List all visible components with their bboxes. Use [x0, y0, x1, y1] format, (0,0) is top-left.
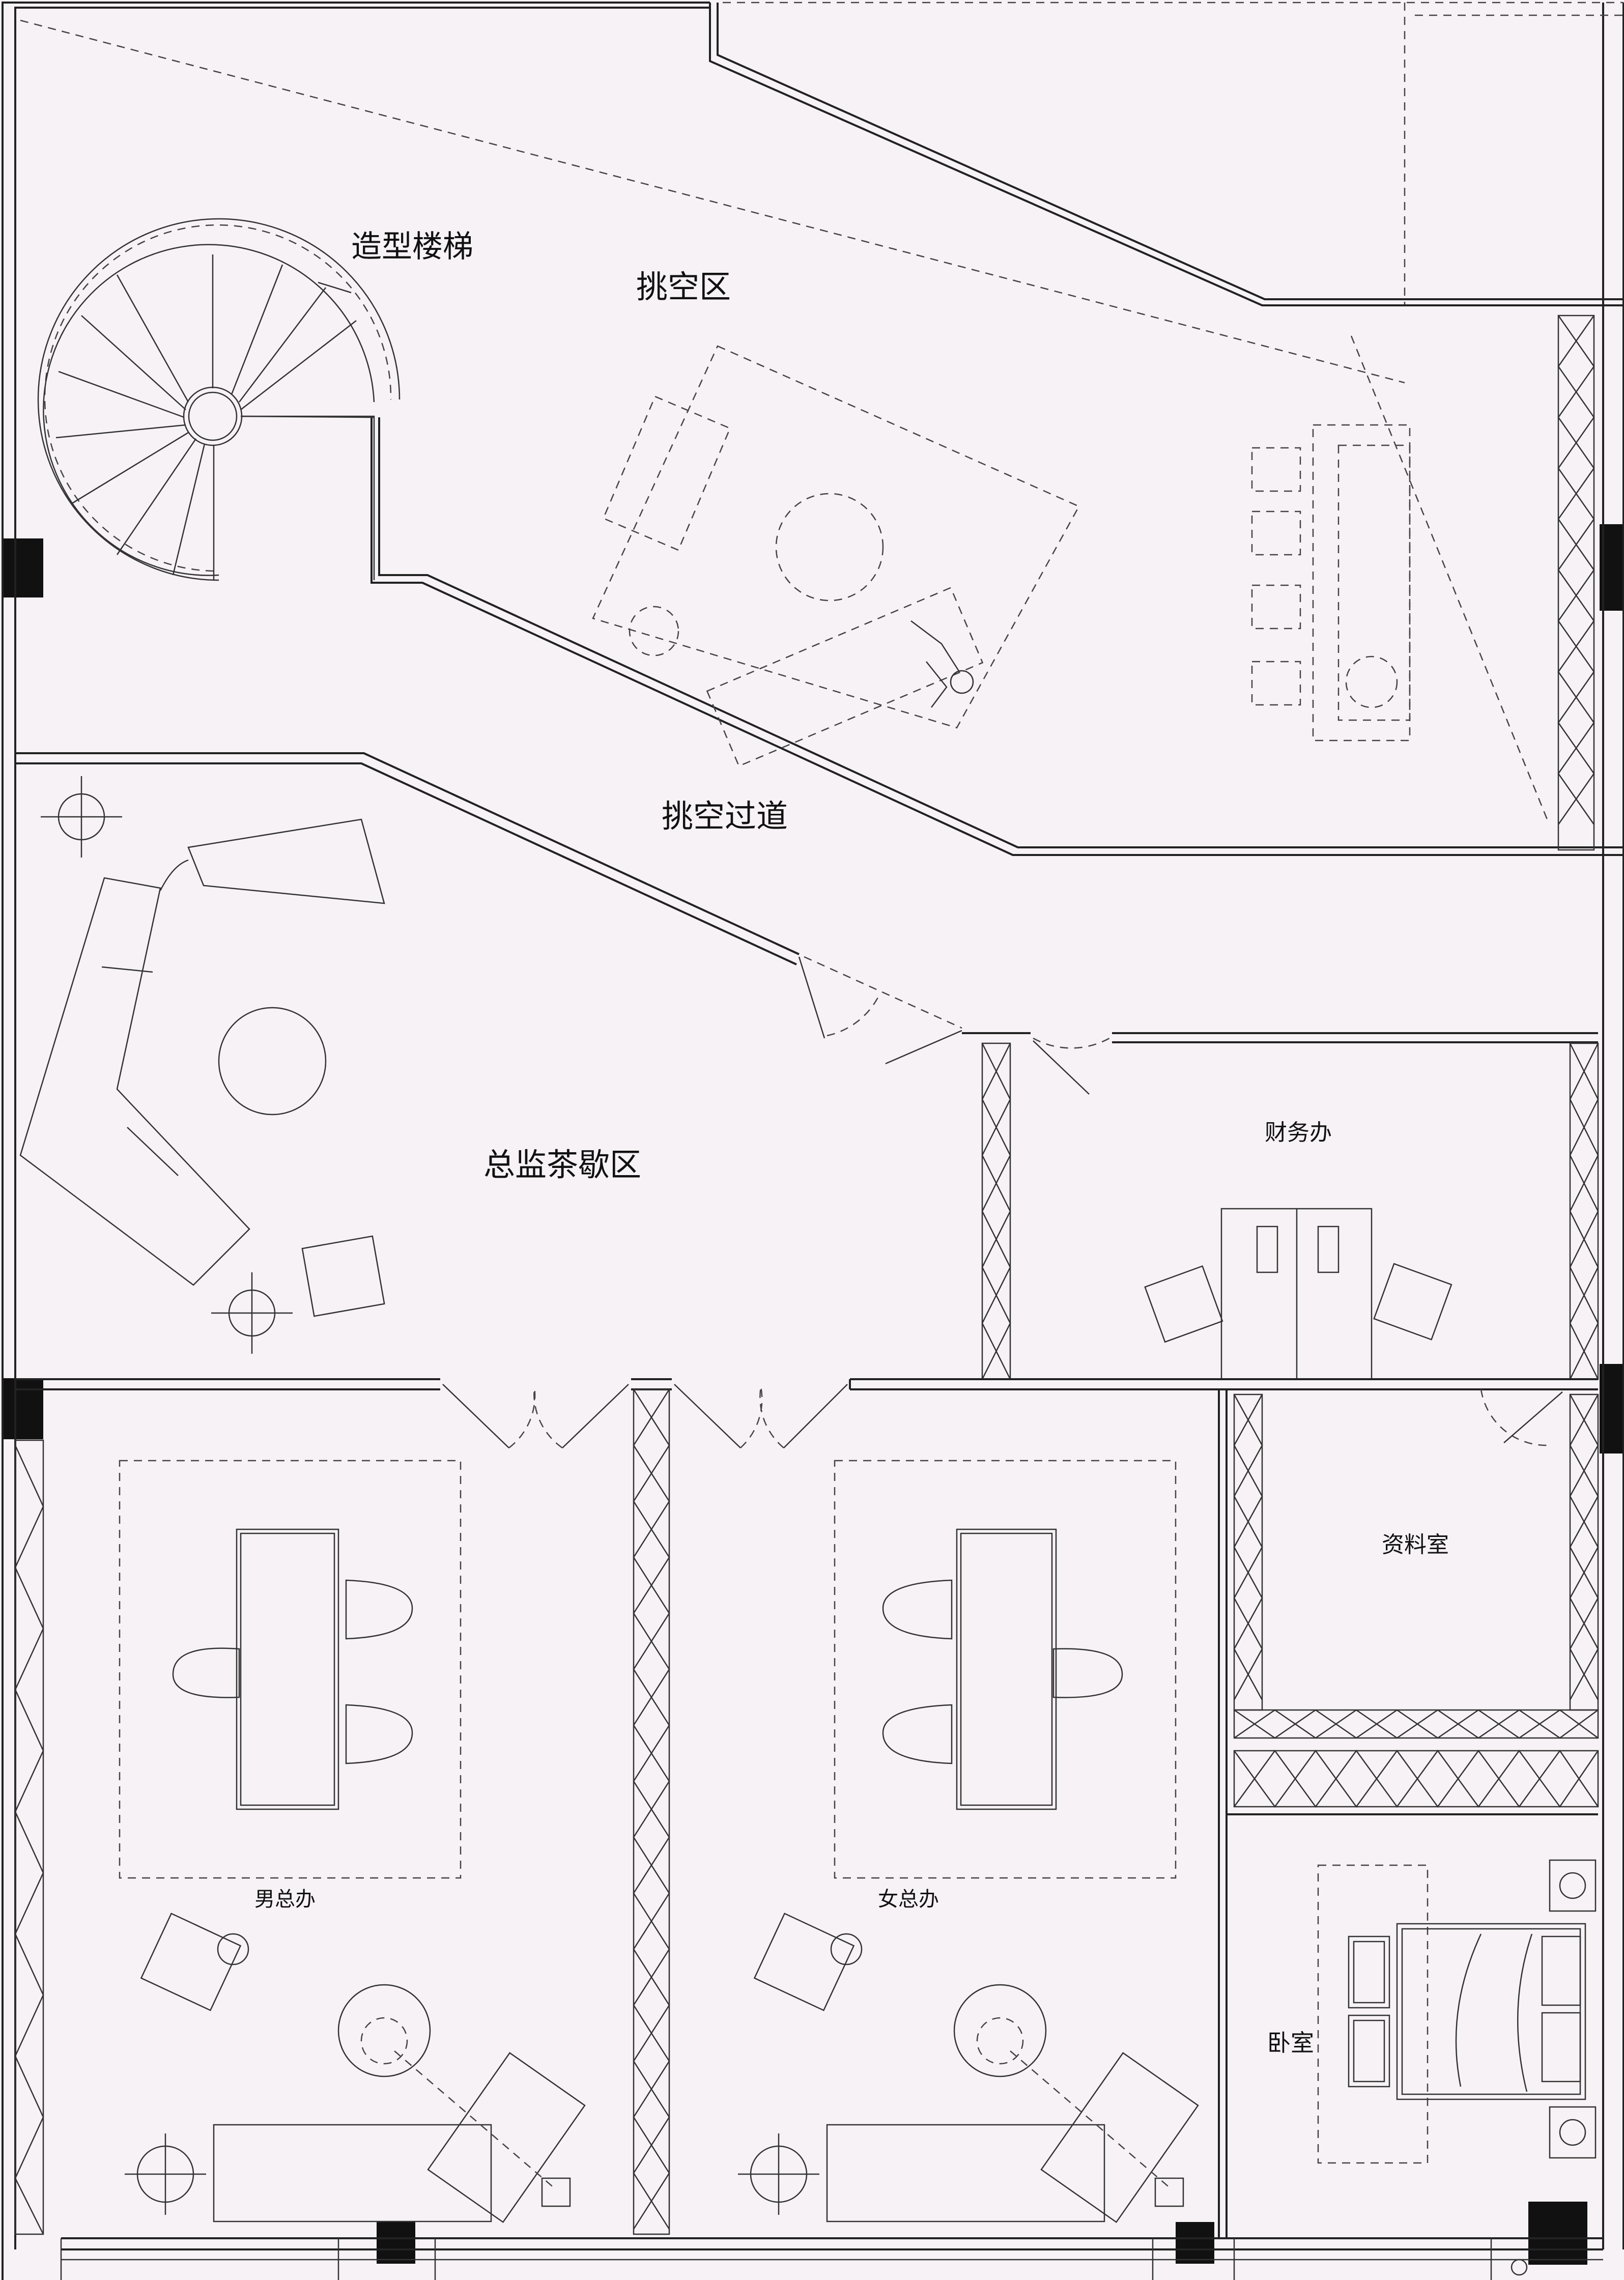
- guest-chair: [882, 1579, 953, 1640]
- plant-icon: [211, 1272, 293, 1354]
- round-table: [218, 1007, 327, 1116]
- bottom-wall: [60, 2238, 1492, 2280]
- pillow: [1541, 1935, 1581, 2006]
- office-walls: [14, 1378, 851, 2235]
- spiral-stair: 造型楼梯: [37, 218, 473, 581]
- coffee-table: [953, 1984, 1047, 2077]
- column: [1528, 2202, 1587, 2265]
- office-chair: [1052, 1648, 1123, 1698]
- partition: [981, 1042, 1011, 1380]
- office-chair: [1373, 1263, 1452, 1341]
- sofa-section: [19, 877, 250, 1286]
- female-ceo-office: 女总办: [738, 1460, 1199, 2224]
- lounge-chair: [753, 1913, 855, 2011]
- column: [3, 538, 43, 597]
- void-corridor-label: 挑空过道: [662, 797, 788, 835]
- pillow: [1541, 2012, 1581, 2083]
- plant-icon: [738, 2133, 819, 2215]
- sofa-chaise: [427, 2051, 586, 2224]
- lounge-sofa: [602, 395, 731, 551]
- column: [377, 2222, 415, 2264]
- partition: [1233, 1393, 1263, 1711]
- archive-room-label: 资料室: [1382, 1532, 1449, 1558]
- male-ceo-office-label: 男总办: [254, 1888, 316, 1911]
- dining-chairs: [1251, 447, 1301, 706]
- desktop-monitor-icon: [1256, 1226, 1278, 1273]
- dresser: [1348, 2014, 1390, 2088]
- bed: [1396, 1923, 1586, 2100]
- nightstand-lamp-icon: [1549, 2106, 1597, 2159]
- double-door: [442, 1384, 629, 1449]
- desk: [236, 1528, 339, 1810]
- void-furniture: 挑空区 挑空过道: [592, 268, 1411, 835]
- sofa: [826, 2124, 1105, 2222]
- partition: [1569, 1042, 1599, 1380]
- dresser: [1348, 1935, 1390, 2009]
- finance-office: 财务办: [962, 1032, 1599, 1380]
- guest-chair: [345, 1704, 413, 1764]
- office-chair: [172, 1647, 240, 1698]
- double-door: [674, 1384, 848, 1448]
- finance-office-label: 财务办: [1265, 1120, 1332, 1146]
- lounge-chair: [140, 1913, 242, 2011]
- sofa: [213, 2124, 492, 2222]
- bedroom: 卧室: [1227, 1813, 1598, 2276]
- plant-icon: [125, 2133, 206, 2215]
- office-chair: [1144, 1265, 1223, 1343]
- window-wall: [14, 1439, 44, 2235]
- partition: [633, 1388, 670, 2235]
- coffee-table: [337, 1984, 431, 2077]
- nightstand-lamp-icon: [1549, 1859, 1597, 1912]
- structural-columns: [3, 524, 1624, 2265]
- desk: [956, 1528, 1057, 1810]
- lounge-sofa: [706, 587, 984, 767]
- desktop-monitor-icon: [1317, 1226, 1340, 1273]
- person-figure-icon: [910, 620, 974, 708]
- guest-chair: [345, 1579, 413, 1640]
- partition: [1557, 315, 1595, 851]
- male-ceo-office: 男总办: [119, 1460, 586, 2224]
- director-tea-label: 总监茶歇区: [483, 1146, 641, 1183]
- void-edge: [20, 3, 1623, 856]
- column: [3, 1378, 43, 1439]
- lounge-table: [187, 818, 385, 904]
- column: [1176, 2222, 1214, 2264]
- void-area-label: 挑空区: [636, 268, 731, 305]
- director-tea-area: 总监茶歇区: [15, 752, 962, 1354]
- archive-cabinets: [1233, 1709, 1599, 1808]
- stair-label: 造型楼梯: [351, 229, 473, 265]
- partition: [1569, 1393, 1599, 1711]
- bedroom-label: 卧室: [1267, 2029, 1314, 2057]
- plant-icon: [41, 776, 122, 858]
- female-ceo-office-label: 女总办: [878, 1888, 939, 1911]
- archive-room: 资料室: [850, 1378, 1599, 2238]
- armchair: [301, 1235, 385, 1317]
- sofa-chaise: [1040, 2051, 1199, 2224]
- guest-chair: [882, 1704, 953, 1764]
